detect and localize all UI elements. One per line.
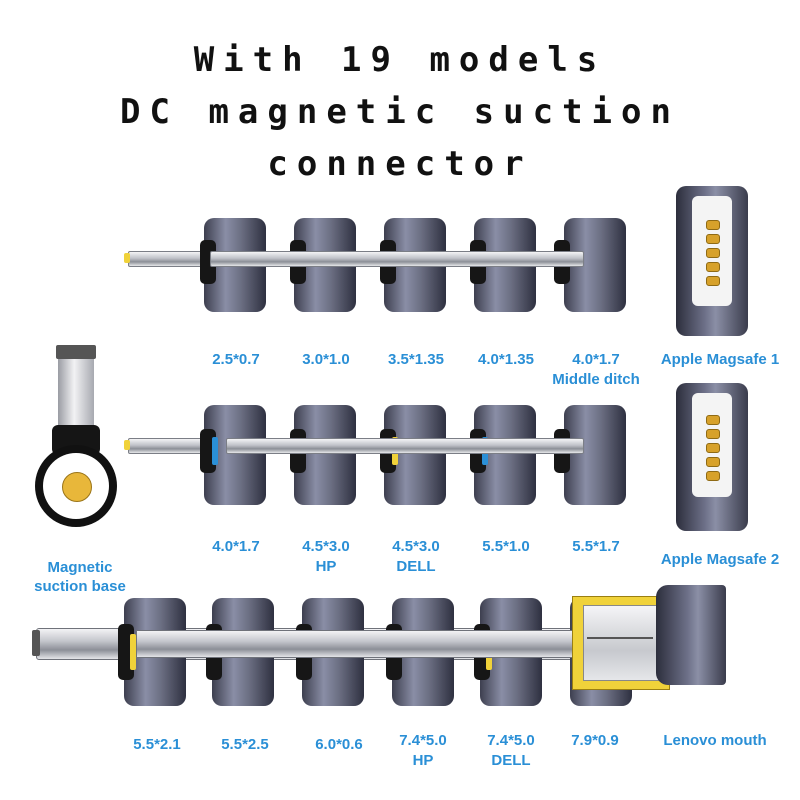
row-3-pin-front [136,630,578,658]
connector-4-0x1-35 [470,218,540,318]
connector-3-5x1-35 [380,218,450,318]
row-3-end-cap [32,630,40,656]
magnetic-suction-base-label-1: Magnetic [47,559,113,576]
label-row3-5: 7.4*5.0 [487,732,535,749]
label-row1-5-note: Middle ditch [552,371,640,388]
label-row2-2: 4.5*3.0 [302,538,350,555]
label-row3-5-note: DELL [491,752,531,769]
label-row2-3: 4.5*3.0 [392,538,440,555]
row-2-tip [124,440,130,450]
label-row1-1: 2.5*0.7 [212,351,260,368]
row-2-pin-front [226,438,584,454]
label-row2-4: 5.5*1.0 [482,538,530,555]
connector-4-0x1-7-middle-ditch [554,218,630,318]
label-row1-2: 3.0*1.0 [302,351,350,368]
magsafe-1-connector [676,186,748,336]
magnetic-suction-base-image [30,345,120,545]
label-row2-5: 5.5*1.7 [572,538,620,555]
lenovo-body [656,585,726,685]
label-row3-1: 5.5*2.1 [133,736,181,753]
connector-4-5x3-0-hp [290,405,360,505]
label-row3-6: 7.9*0.9 [571,732,619,749]
magsafe-2-connector [676,383,748,531]
label-magsafe-1: Apple Magsafe 1 [660,351,780,368]
label-row1-3: 3.5*1.35 [388,351,444,368]
connector-3-0x1-0 [290,218,360,318]
label-row2-1: 4.0*1.7 [212,538,260,555]
label-row1-5: 4.0*1.7 [572,351,620,368]
label-row3-3: 6.0*0.6 [315,736,363,753]
connector-4-0x1-7 [200,405,270,505]
label-row3-4: 7.4*5.0 [399,732,447,749]
label-magsafe-2: Apple Magsafe 2 [660,551,780,568]
connector-2-5x0-7 [200,218,270,318]
label-lenovo: Lenovo mouth [663,732,767,749]
connector-4-5x3-0-dell [380,405,450,505]
magnetic-suction-base-label-2: suction base [34,578,126,595]
title-line-1: With 19 models [193,40,607,80]
title-line-3: connector [267,144,533,184]
row-1-pin-front [210,251,584,267]
connector-5-5x1-0 [470,405,540,505]
label-row3-4-note: HP [412,752,434,769]
row-1-tip [124,253,130,263]
label-row2-3-note: DELL [396,558,436,575]
label-row1-4: 4.0*1.35 [478,351,534,368]
label-row3-2: 5.5*2.5 [221,736,269,753]
title-line-2: DC magnetic suction [120,92,680,132]
connector-5-5x1-7 [554,405,630,505]
label-row2-2-note: HP [315,558,337,575]
